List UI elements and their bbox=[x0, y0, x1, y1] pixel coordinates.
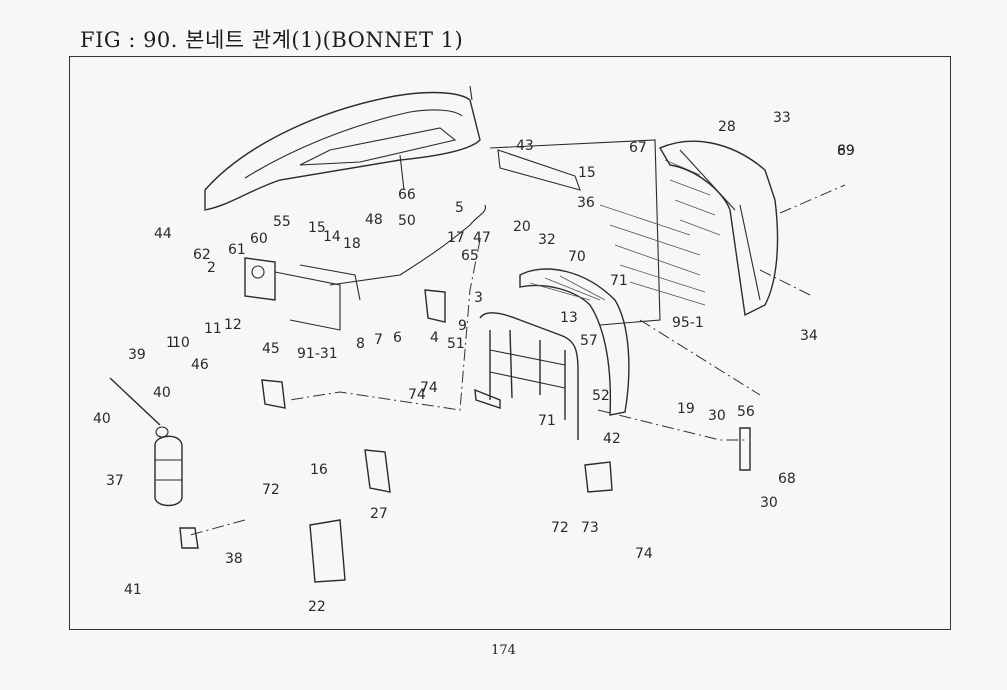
grille bbox=[519, 268, 630, 416]
callout: 15 bbox=[308, 220, 326, 236]
callout: 70 bbox=[568, 249, 586, 265]
callout: 3 bbox=[474, 290, 483, 306]
callout: 67 bbox=[629, 140, 647, 156]
guide-line bbox=[779, 184, 846, 214]
callout: 40 bbox=[153, 385, 171, 401]
callout: 91-31 bbox=[297, 346, 338, 362]
callout: 74 bbox=[420, 380, 438, 396]
callout: 39 bbox=[128, 347, 146, 363]
callout: 48 bbox=[365, 212, 383, 228]
callout: 38 bbox=[225, 551, 243, 567]
hinge-bracket bbox=[244, 257, 361, 331]
callout: 16 bbox=[310, 462, 328, 478]
callout: 7 bbox=[374, 332, 383, 348]
callout: 52 bbox=[592, 388, 610, 404]
callout: 65 bbox=[461, 248, 479, 264]
figure-title: FIG : 90. 본네트 관계(1)(BONNET 1) bbox=[80, 28, 464, 52]
callout: 13 bbox=[560, 310, 578, 326]
callout: 51 bbox=[447, 336, 465, 352]
callout: 30 bbox=[760, 495, 778, 511]
guide-line bbox=[597, 409, 745, 441]
callout: 73 bbox=[581, 520, 599, 536]
bonnet-hood bbox=[204, 85, 481, 211]
callout: 47 bbox=[473, 230, 491, 246]
stay-rod bbox=[109, 377, 161, 426]
callout: 1 bbox=[166, 335, 175, 351]
bracket-22 bbox=[309, 519, 346, 583]
callout: 57 bbox=[580, 333, 598, 349]
callout: 43 bbox=[516, 138, 534, 154]
callout: 66 bbox=[398, 187, 416, 203]
callout: 19 bbox=[677, 401, 695, 417]
callout: 41 bbox=[124, 582, 142, 598]
drawing-frame bbox=[69, 56, 951, 630]
callout: 28 bbox=[718, 119, 736, 135]
callout: 10 bbox=[172, 335, 190, 351]
callout: 74 bbox=[408, 387, 426, 403]
callout: 95-1 bbox=[672, 315, 704, 331]
callout: 17 bbox=[447, 230, 465, 246]
front-frame bbox=[474, 312, 579, 440]
guide-line bbox=[289, 239, 481, 411]
callout: 69 bbox=[837, 143, 855, 159]
callout: 4 bbox=[430, 330, 439, 346]
callout: 42 bbox=[603, 431, 621, 447]
callout: 8 bbox=[356, 336, 365, 352]
guide-line bbox=[189, 519, 246, 536]
callout: 62 bbox=[193, 247, 211, 263]
callout: 37 bbox=[106, 473, 124, 489]
callout: 15 bbox=[578, 165, 596, 181]
callout: 34 bbox=[800, 328, 818, 344]
callout: 36 bbox=[577, 195, 595, 211]
callout: 71 bbox=[538, 413, 556, 429]
callout: 89 bbox=[837, 143, 855, 159]
side-panel bbox=[658, 140, 779, 317]
callout: 60 bbox=[250, 231, 268, 247]
callout: 71 bbox=[610, 273, 628, 289]
callout-labels: 1 2 3 4 5 6 7 8 9 10 11 12 13 14 15 15 1… bbox=[93, 110, 855, 615]
callout: 68 bbox=[778, 471, 796, 487]
page-number: 174 bbox=[491, 643, 516, 658]
callout: 20 bbox=[513, 219, 531, 235]
callout: 40 bbox=[93, 411, 111, 427]
callout: 72 bbox=[551, 520, 569, 536]
callout: 6 bbox=[393, 330, 402, 346]
callout: 55 bbox=[273, 214, 291, 230]
callout: 9 bbox=[458, 318, 467, 334]
callout: 45 bbox=[262, 341, 280, 357]
callout: 11 bbox=[204, 321, 222, 337]
callout: 5 bbox=[455, 200, 464, 216]
callout: 74 bbox=[635, 546, 653, 562]
callout: 14 bbox=[323, 229, 341, 245]
callout: 22 bbox=[308, 599, 326, 615]
guide-line bbox=[759, 269, 811, 296]
bracket-16 bbox=[364, 449, 391, 493]
callout: 27 bbox=[370, 506, 388, 522]
callout: 72 bbox=[262, 482, 280, 498]
callout: 50 bbox=[398, 213, 416, 229]
support-rod bbox=[329, 204, 487, 286]
callout: 33 bbox=[773, 110, 791, 126]
bracket-45 bbox=[261, 379, 286, 409]
guide-line bbox=[639, 319, 761, 396]
callout: 12 bbox=[224, 317, 242, 333]
latch-56 bbox=[739, 427, 751, 471]
callout: 32 bbox=[538, 232, 556, 248]
callout: 18 bbox=[343, 236, 361, 252]
callout: 2 bbox=[207, 260, 216, 276]
tank-strap bbox=[179, 527, 199, 549]
callout: 56 bbox=[737, 404, 755, 420]
bracket-42 bbox=[584, 461, 613, 493]
rod-bracket bbox=[424, 289, 446, 323]
callout: 46 bbox=[191, 357, 209, 373]
callout: 44 bbox=[154, 226, 172, 242]
reservoir-tank bbox=[154, 426, 183, 507]
callout: 61 bbox=[228, 242, 246, 258]
callout: 30 bbox=[708, 408, 726, 424]
